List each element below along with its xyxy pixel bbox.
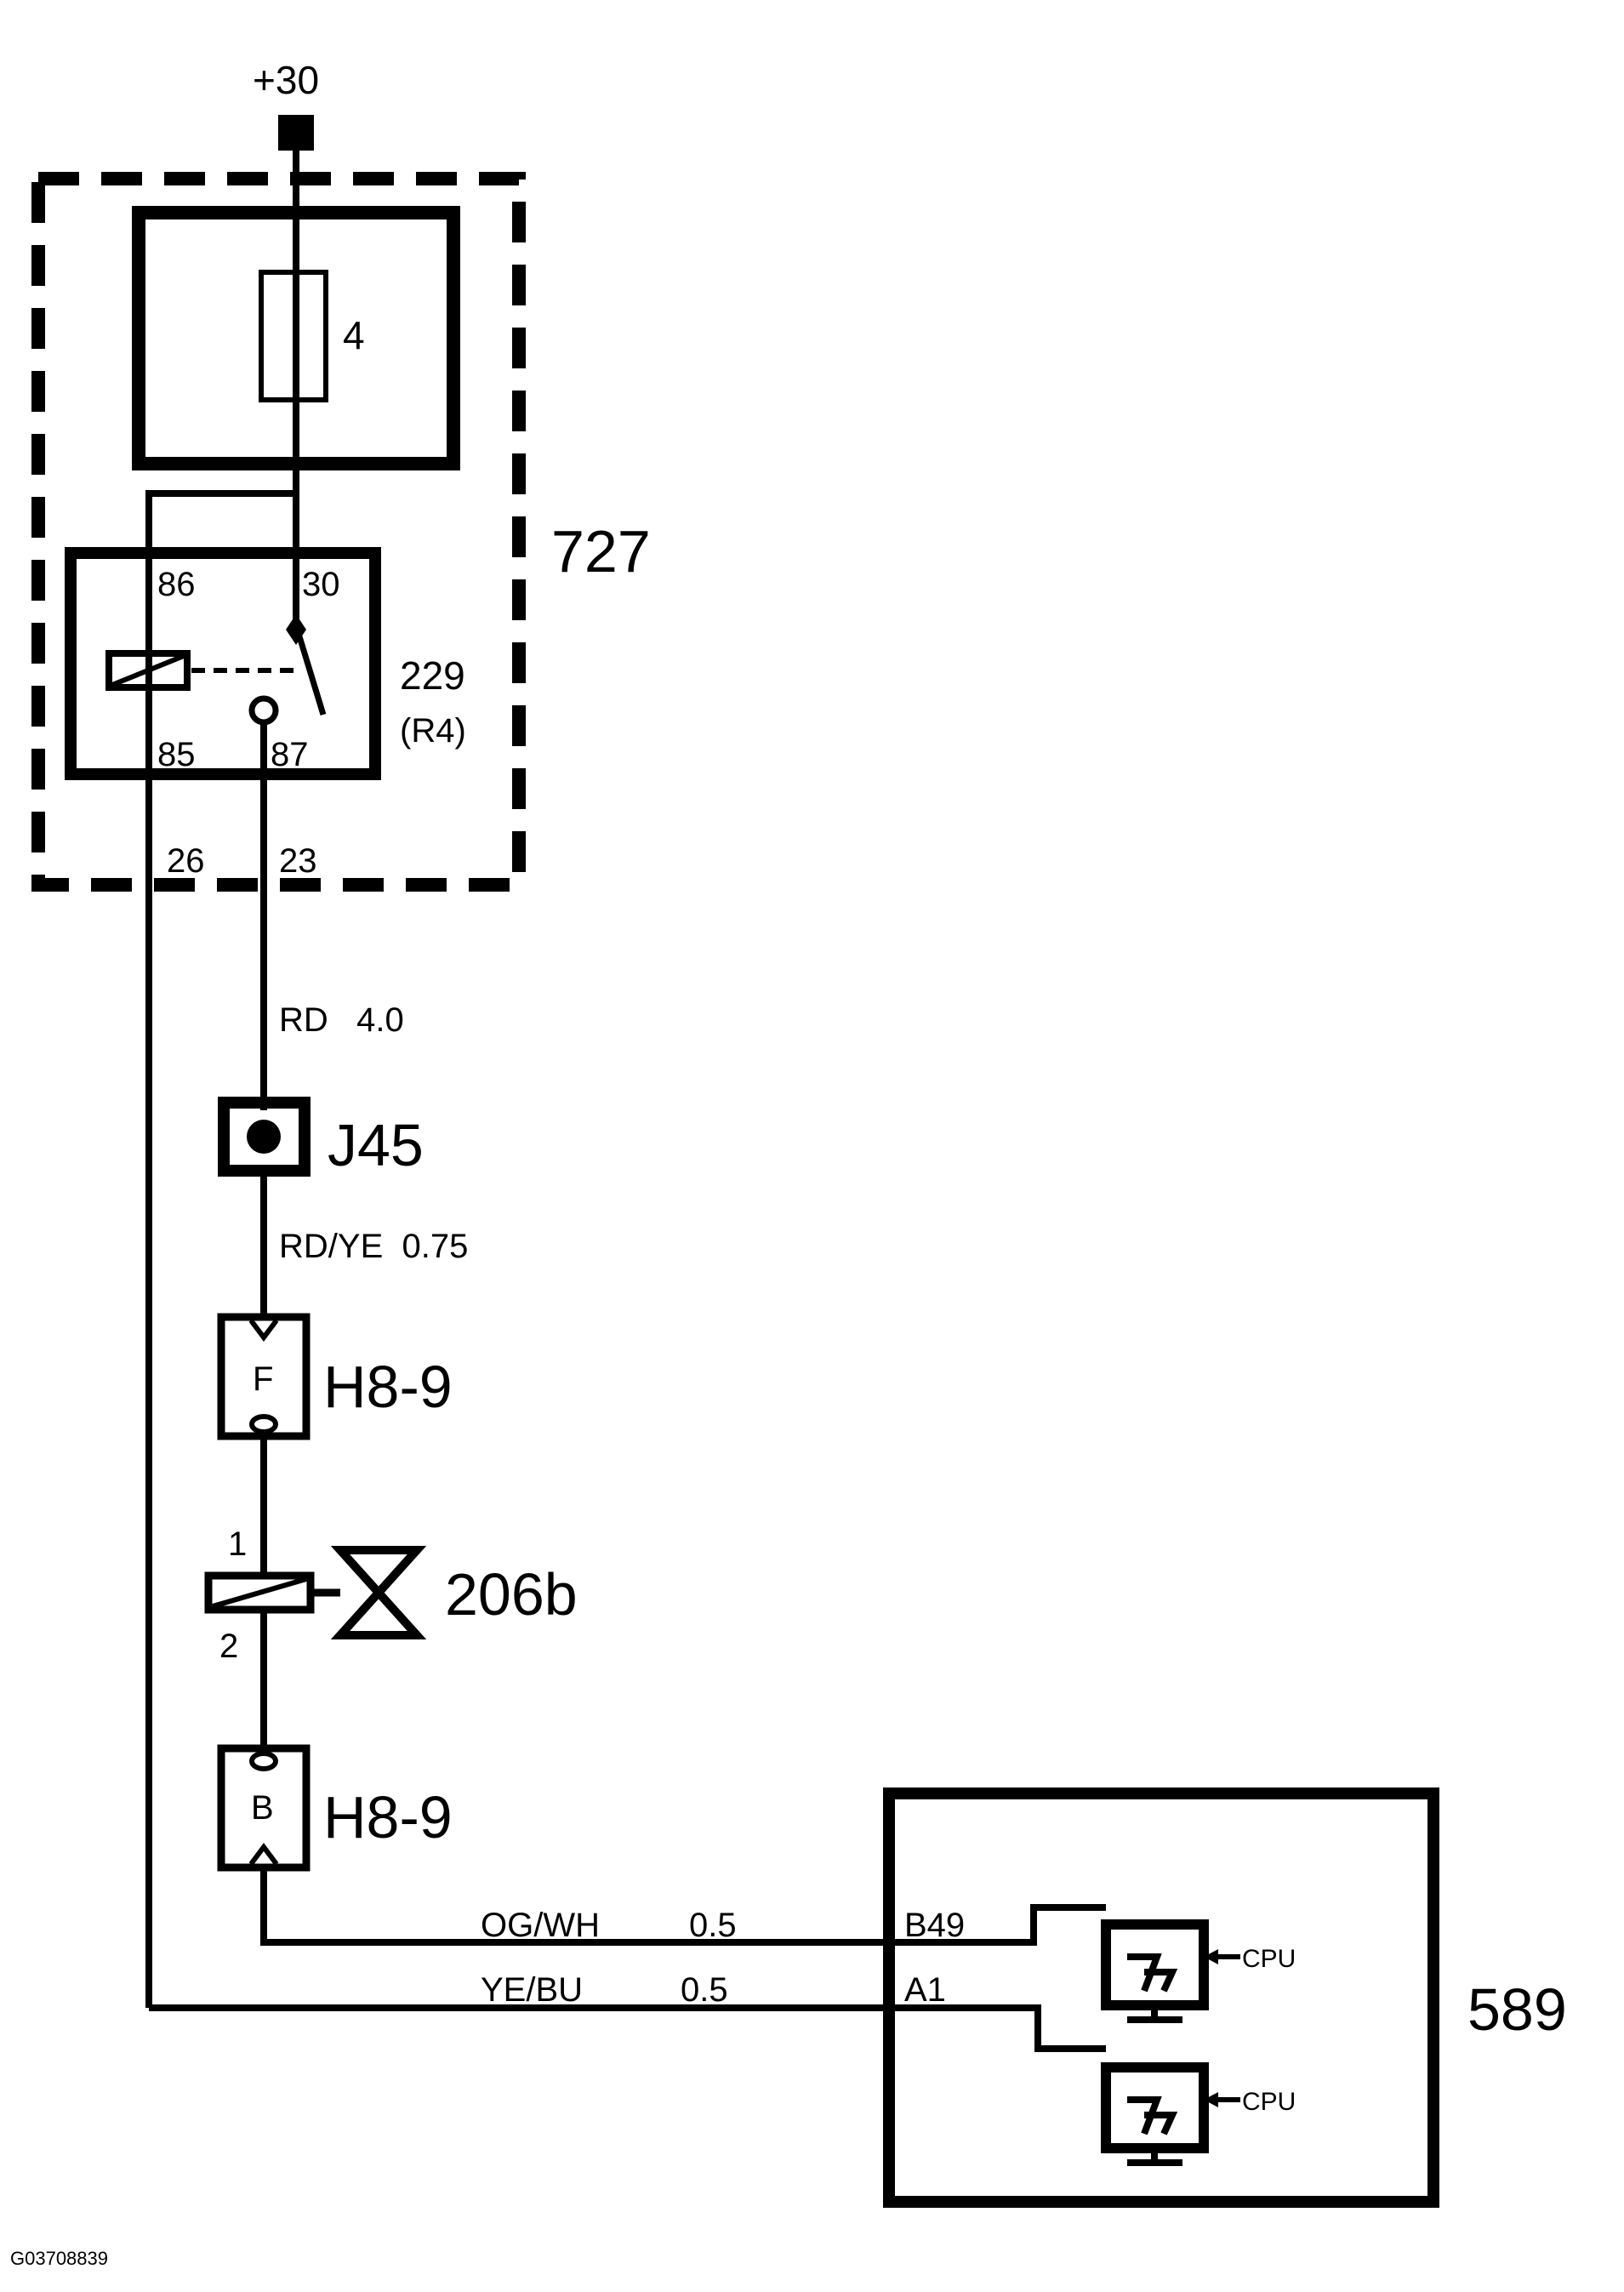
box-pin-23: 23 xyxy=(279,842,317,880)
box-pin-26: 26 xyxy=(167,842,205,880)
connector-f-id: H8-9 xyxy=(323,1354,453,1420)
relay-coil xyxy=(105,650,191,691)
connector-b-letter: B xyxy=(251,1789,274,1827)
supply-terminal-block xyxy=(278,115,314,151)
wire-rd-label: RD 4.0 xyxy=(279,1001,404,1039)
module-outline xyxy=(883,1787,1439,2208)
connector-f-letter: F xyxy=(253,1360,273,1398)
connector-b-id: H8-9 xyxy=(323,1784,453,1850)
relay-229: 86 30 85 87 229 (R4) xyxy=(65,547,466,780)
relay-contact-87 xyxy=(248,695,279,726)
relay-id: 229 xyxy=(400,653,465,698)
relay-outline xyxy=(65,547,381,780)
module-pin-b49: B49 xyxy=(904,1907,965,1944)
cpu-input-2: CPU xyxy=(1101,2062,1296,2166)
relay-pin-85: 85 xyxy=(157,736,196,773)
fuse-relay-box-727: 727 xyxy=(31,172,651,892)
valve-symbol-icon xyxy=(330,1546,427,1639)
wire-og-wh-color: OG/WH xyxy=(481,1907,600,1944)
connector-h8-9-b: B H8-9 xyxy=(217,1744,453,1872)
wire-ye-bu xyxy=(145,490,296,2008)
module-pin-a1: A1 xyxy=(904,1971,946,2009)
relay-pin-86: 86 xyxy=(157,566,196,603)
valve-id: 206b xyxy=(445,1561,578,1628)
module-id: 589 xyxy=(1467,1976,1567,2043)
fuse-relay-box-outline xyxy=(31,172,526,892)
junction-j45: J45 xyxy=(218,1097,424,1178)
control-module-589: B49 A1 589 CPU CPU xyxy=(883,1787,1567,2208)
relay-switch-contact xyxy=(293,624,327,716)
cpu-2-label: CPU xyxy=(1242,2088,1296,2116)
wire-og-wh-size: 0.5 xyxy=(689,1907,737,1944)
wire-rd-ye-label: RD/YE 0.75 xyxy=(279,1228,468,1265)
connector-h8-9-f: F H8-9 xyxy=(217,1313,453,1440)
relay-alt-id: (R4) xyxy=(400,712,466,750)
junction-id: J45 xyxy=(328,1112,424,1178)
wire-ye-bu-size: 0.5 xyxy=(681,1971,728,2009)
supply-label: +30 xyxy=(253,58,319,102)
wire-ye-bu-color: YE/BU xyxy=(481,1971,583,2009)
valve-pin-1: 1 xyxy=(228,1525,247,1563)
wire-og-wh xyxy=(260,1867,889,1946)
relay-pin-30: 30 xyxy=(302,566,340,603)
valve-206b: 1 2 206b xyxy=(204,1525,578,1665)
fuse-label: 4 xyxy=(343,313,365,357)
valve-pin-2: 2 xyxy=(219,1628,238,1665)
junction-dot xyxy=(247,1120,281,1154)
supply-terminal: +30 xyxy=(253,58,319,151)
cpu-input-1: CPU xyxy=(1101,1919,1296,2023)
document-id: G03708839 xyxy=(10,2248,108,2269)
cpu-input-1-arrow-icon xyxy=(1204,1949,1218,1964)
fuse-relay-box-id: 727 xyxy=(551,518,651,584)
cpu-1-label: CPU xyxy=(1242,1945,1296,1973)
relay-pin-87: 87 xyxy=(271,736,309,773)
cpu-input-2-arrow-icon xyxy=(1204,2092,1218,2107)
